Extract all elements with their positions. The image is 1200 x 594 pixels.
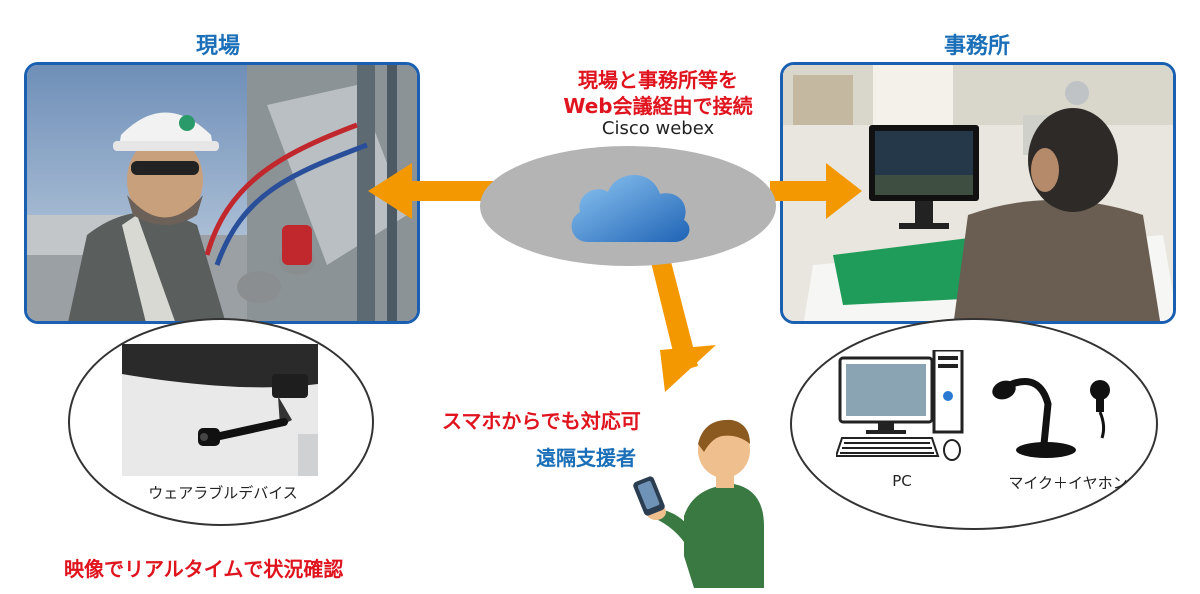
arrow-to-site — [368, 163, 500, 219]
remote-supporter-label: 遠隔支援者 — [536, 446, 636, 470]
service-name: Cisco webex — [601, 118, 715, 139]
microphone-icon — [992, 378, 1076, 458]
arrow-to-office — [770, 163, 862, 219]
remote-supporter-person-icon — [633, 419, 764, 588]
arrow-to-remote — [648, 250, 716, 392]
site-photo — [24, 62, 420, 324]
office-title: 事務所 — [944, 34, 1011, 59]
wearable-device-oval: ウェアラブルデバイス — [68, 318, 374, 526]
wearable-device-photo — [122, 344, 318, 476]
connection-text-line2: Web会議経由で接続 — [563, 94, 753, 118]
smartphone-note: スマホからでも対応可 — [442, 409, 641, 433]
site-worker-illustration — [27, 65, 417, 321]
wearable-device-label: ウェアラブルデバイス — [148, 484, 298, 502]
pc-icon — [836, 350, 964, 461]
office-operator-illustration — [783, 65, 1173, 321]
realtime-caption: 映像でリアルタイムで状況確認 — [64, 557, 344, 581]
mic-earphone-label: マイク＋イヤホン — [1008, 474, 1128, 492]
earphone-icon — [1090, 380, 1110, 439]
connection-text-line1: 現場と事務所等を — [578, 68, 738, 92]
office-equipment-oval: PC マイク＋イヤホン — [790, 318, 1158, 530]
site-title: 現場 — [196, 34, 241, 59]
cloud-icon — [571, 175, 690, 242]
office-photo — [780, 62, 1176, 324]
pc-label: PC — [892, 472, 912, 490]
